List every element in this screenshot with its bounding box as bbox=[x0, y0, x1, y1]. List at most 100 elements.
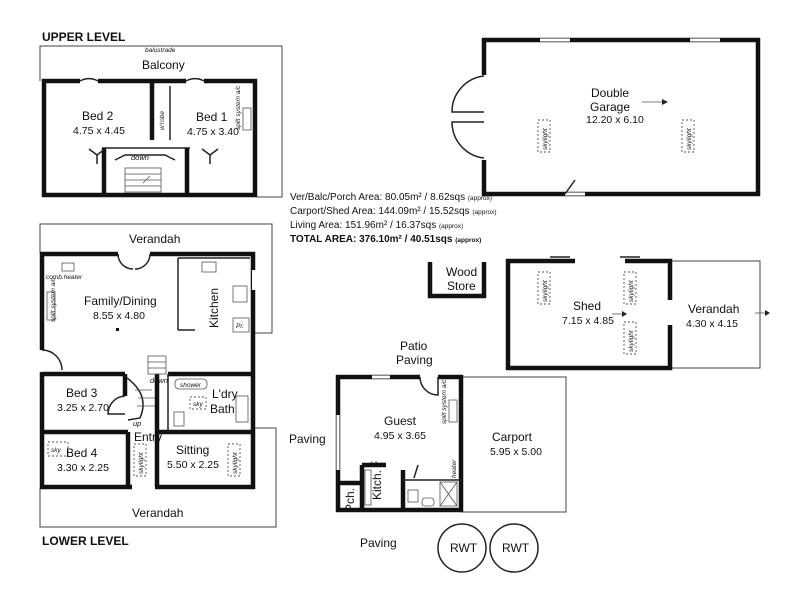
garage-dims: 12.20 x 6.10 bbox=[586, 114, 644, 126]
comb-heater-label: comb.heater bbox=[46, 274, 83, 281]
area-summary: Ver/Balc/Porch Area: 80.05m² / 8.62sqs (… bbox=[290, 192, 497, 245]
verandah-right-outline bbox=[670, 260, 761, 369]
split-ac-unit-upper bbox=[242, 107, 252, 131]
rwt-tank-icon bbox=[437, 523, 487, 573]
wood-store-walls bbox=[427, 262, 487, 299]
shower-box bbox=[439, 481, 458, 507]
area-carport-shed: Carport/Shed Area: 144.09m² / 15.52sqs (… bbox=[290, 206, 497, 217]
skylight-icon bbox=[623, 321, 637, 355]
verandah-right-dims: 4.30 x 4.15 bbox=[686, 318, 738, 330]
balustrade-label: balustrade bbox=[145, 47, 176, 54]
carport-outline bbox=[461, 376, 567, 513]
skylight-label: skylight bbox=[542, 127, 549, 150]
skylight-label: skylight bbox=[628, 329, 635, 352]
pantry-box bbox=[232, 317, 250, 333]
wood-store-label-2: Store bbox=[447, 279, 476, 293]
bed4-label: Bed 4 bbox=[66, 446, 98, 460]
balcony-label: Balcony bbox=[142, 58, 185, 72]
garage-label-line2: Garage bbox=[590, 100, 630, 114]
skylight-icon bbox=[189, 396, 207, 410]
patio-label-2: Paving bbox=[396, 353, 433, 367]
lower-up-label: up bbox=[133, 419, 141, 428]
ceiling-fan-icon bbox=[88, 148, 106, 164]
lower-level: Verandah Verandah Pr. Kitchen comb.heate… bbox=[39, 223, 277, 548]
stove-icon bbox=[232, 285, 248, 303]
ldry-label: L'dry bbox=[212, 387, 238, 401]
ceiling-fan-icon bbox=[201, 148, 219, 164]
paving-left-label: Paving bbox=[289, 432, 326, 446]
pantry-label: Pr. bbox=[236, 323, 244, 330]
arrow-icon bbox=[662, 99, 668, 105]
entry-label: Entry bbox=[134, 430, 162, 444]
skylight-label: skylight bbox=[686, 127, 693, 150]
toilet-icon bbox=[407, 489, 419, 503]
bed2-dims: 4.75 x 4.45 bbox=[73, 125, 125, 137]
skylight-label: skylight bbox=[232, 451, 239, 474]
outbuildings: Wood Store skylight skylight skylight Sh… bbox=[427, 256, 770, 371]
verandah-bottom-label: Verandah bbox=[132, 506, 183, 520]
bed1-label: Bed 1 bbox=[196, 110, 228, 124]
split-ac-label-lower: split system a/c bbox=[50, 277, 57, 322]
skylight-label: skylight bbox=[628, 279, 635, 302]
double-garage: Double Garage 12.20 x 6.10 skylight skyl… bbox=[451, 37, 761, 197]
family-dining-label: Family/Dining bbox=[84, 294, 157, 308]
skylight-icon bbox=[681, 119, 695, 153]
skylight-icon bbox=[47, 441, 69, 457]
area-living: Living Area: 151.96m² / 16.37sqs (approx… bbox=[290, 220, 463, 231]
patio-label-1: Patio bbox=[400, 339, 428, 353]
arrow-icon bbox=[765, 310, 770, 316]
area-ver-balc-porch: Ver/Balc/Porch Area: 80.05m² / 8.62sqs (… bbox=[290, 192, 492, 203]
balcony-outline bbox=[39, 45, 283, 198]
door-swing-bed2 bbox=[79, 77, 99, 82]
door-swing-guest bbox=[419, 376, 439, 396]
guest-dims: 4.95 x 3.65 bbox=[374, 430, 426, 442]
door-swing-bed1 bbox=[185, 77, 205, 82]
door-swing-bed3 bbox=[107, 395, 126, 415]
sink-icon bbox=[201, 261, 217, 273]
skylight-icon bbox=[133, 443, 147, 477]
kitchen-label: Kitchen bbox=[207, 288, 221, 328]
basin-icon bbox=[421, 497, 435, 507]
family-dining-dims: 8.55 x 4.80 bbox=[93, 310, 145, 322]
skylight-icon bbox=[537, 271, 551, 305]
area-total: TOTAL AREA: 376.10m² / 40.51sqs (approx) bbox=[290, 234, 481, 245]
sitting-dims: 5.50 x 2.25 bbox=[167, 459, 219, 471]
carport-dims: 5.95 x 5.00 bbox=[490, 446, 542, 458]
ensuite-door bbox=[413, 464, 419, 479]
rwt-label-1: RWT bbox=[450, 541, 478, 555]
toilet-icon bbox=[173, 411, 185, 427]
shower-box bbox=[174, 378, 208, 390]
bbar-label: b/bar bbox=[370, 461, 386, 468]
sky-label: sky bbox=[51, 447, 62, 454]
guest-label: Guest bbox=[384, 414, 417, 428]
verandah-right-label: Verandah bbox=[688, 302, 739, 316]
bed1-dims: 4.75 x 3.40 bbox=[187, 126, 239, 138]
upper-stairs bbox=[114, 154, 176, 193]
verandah-bottom-outline bbox=[39, 427, 277, 528]
wood-store-label-1: Wood bbox=[446, 265, 477, 279]
rwt-label-2: RWT bbox=[502, 541, 530, 555]
wrobe-label: w'robe bbox=[159, 111, 166, 130]
kitch-label: Kitch. bbox=[370, 470, 384, 500]
guest-and-carport: Patio Paving split system a/c heater Gue… bbox=[289, 339, 567, 550]
paving-bottom-label: Paving bbox=[360, 536, 397, 550]
heater-icon bbox=[61, 262, 75, 272]
laundry-tub-icon bbox=[235, 395, 249, 423]
door-swing-family bbox=[117, 253, 151, 270]
split-ac-unit-guest bbox=[448, 399, 458, 423]
lower-stairs bbox=[126, 355, 167, 421]
garage-door-swing bbox=[451, 75, 485, 113]
carport-label: Carport bbox=[492, 430, 533, 444]
skylight-icon bbox=[227, 443, 241, 477]
porch-label: Pch. bbox=[343, 488, 357, 512]
skylight-icon bbox=[537, 119, 551, 153]
power-point bbox=[116, 328, 119, 331]
bath-label: Bath bbox=[210, 402, 235, 416]
upper-level-title: UPPER LEVEL bbox=[42, 30, 125, 44]
bed3-label: Bed 3 bbox=[66, 386, 98, 400]
skylight-label: skylight bbox=[138, 451, 145, 474]
kitchen-counter bbox=[177, 257, 250, 331]
shed-label: Shed bbox=[573, 299, 601, 313]
kitchenette-bench bbox=[364, 469, 372, 506]
